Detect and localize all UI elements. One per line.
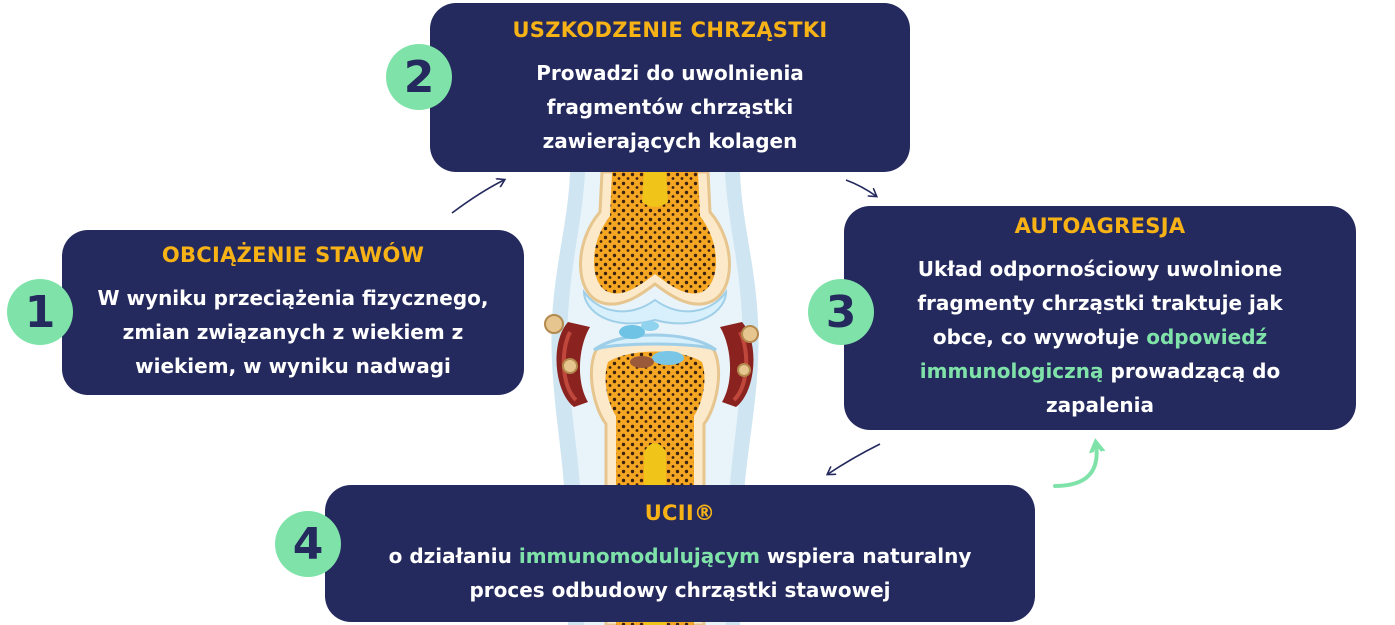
- step-2-title: USZKODZENIE CHRZĄSTKI: [512, 17, 828, 42]
- step-3-title: AUTOAGRESJA: [1014, 214, 1186, 238]
- arrow-2-to-3: [845, 179, 876, 196]
- step-3-text-before: Układ odpornościowy uwolnione fragmenty …: [917, 257, 1283, 349]
- step-1-text: W wyniku przeciążenia fizycznego, zmian …: [97, 285, 489, 378]
- step-4-text-after: wspiera naturalny proces odbudowy chrząs…: [469, 543, 972, 602]
- step-4-text: o działaniu immunomodulującym wspiera na…: [355, 539, 1005, 607]
- arrow-3-to-4: [828, 443, 881, 474]
- step-1-box: OBCIĄŻENIE STAWÓW W wyniku przeciążenia …: [62, 230, 524, 395]
- step-1-title: OBCIĄŻENIE STAWÓW: [161, 242, 425, 267]
- step-3-number: 3: [808, 279, 874, 345]
- step-2-text: Prowadzi do uwolnienia fragmentów chrząs…: [536, 60, 804, 153]
- step-4-title: UCII®: [644, 500, 716, 525]
- step-4-text-before: o działaniu: [388, 543, 512, 568]
- step-3-box: AUTOAGRESJA Układ odpornościowy uwolnion…: [844, 206, 1356, 430]
- step-3-text-after: prowadzącą do zapalenia: [1046, 359, 1281, 417]
- arrow-green-curve: [1053, 444, 1097, 488]
- step-4-highlight: immunomodulującym: [518, 543, 760, 568]
- step-1-number: 1: [7, 279, 73, 345]
- step-2-box: USZKODZENIE CHRZĄSTKI Prowadzi do uwolni…: [430, 3, 910, 172]
- step-2-number: 2: [386, 44, 452, 110]
- arrow-1-to-2: [451, 180, 504, 214]
- step-4-number: 4: [275, 511, 341, 577]
- step-3-highlight: odpowiedź immunologiczną: [919, 325, 1268, 383]
- step-4-box: UCII® o działaniu immunomodulującym wspi…: [325, 485, 1035, 622]
- step-3-text: Układ odpornościowy uwolnione fragmenty …: [868, 252, 1332, 422]
